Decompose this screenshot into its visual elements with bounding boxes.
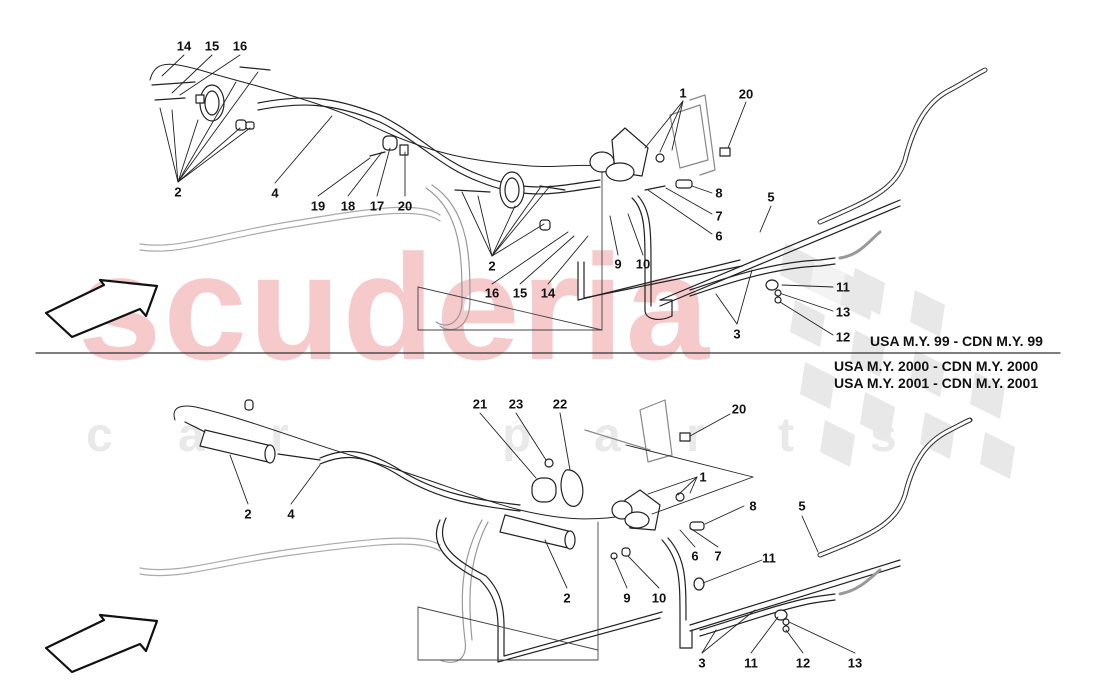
callout-label[interactable]: 7 [714, 548, 722, 564]
watermark-letter: p [502, 409, 532, 462]
callout-label[interactable]: 1 [679, 85, 687, 101]
watermark-letter: r [686, 409, 705, 462]
callout-label[interactable]: 17 [369, 198, 385, 214]
callout-label[interactable]: 2 [174, 184, 182, 200]
watermark-letter: a [594, 409, 621, 462]
callout-label[interactable]: 3 [698, 655, 706, 671]
callout-label[interactable]: 20 [738, 86, 754, 102]
callout-label[interactable]: 9 [623, 590, 631, 606]
callout-label[interactable]: 4 [271, 185, 279, 201]
top-assembly [44, 63, 988, 339]
variant-label-top: USA M.Y. 99 - CDN M.Y. 99 [870, 333, 1043, 349]
callout-label[interactable]: 7 [715, 208, 723, 224]
callout-label[interactable]: 16 [232, 38, 248, 54]
callout-label[interactable]: 12 [795, 655, 811, 671]
callout-label[interactable]: 21 [472, 396, 488, 412]
callout-label[interactable]: 10 [651, 590, 667, 606]
callout-label[interactable]: 18 [340, 198, 356, 214]
variant-label-bottom-2000: USA M.Y. 2000 - CDN M.Y. 2000 [834, 358, 1039, 374]
direction-arrow-icon [44, 278, 159, 339]
callout-label[interactable]: 2 [563, 590, 571, 606]
callout-label[interactable]: 5 [798, 498, 806, 514]
callout-label[interactable]: 16 [484, 285, 500, 301]
callout-label[interactable]: 14 [176, 38, 192, 54]
bottom-assembly [44, 399, 973, 674]
callout-label[interactable]: 9 [614, 256, 622, 272]
callout-label[interactable]: 20 [731, 401, 747, 417]
bottom-leader-lines [229, 412, 856, 654]
callout-label[interactable]: 5 [767, 189, 775, 205]
callout-label[interactable]: 11 [836, 279, 850, 295]
callout-label[interactable]: 11 [744, 655, 758, 671]
callout-label[interactable]: 2 [244, 506, 252, 522]
watermark-letter: a [178, 409, 205, 462]
watermark-letter: t [778, 409, 794, 462]
callout-label[interactable]: 22 [552, 396, 568, 412]
callout-label[interactable]: 12 [835, 329, 851, 345]
callout-label[interactable]: 11 [762, 550, 776, 566]
watermark-brand: scuderia [78, 223, 711, 391]
callout-label[interactable]: 1 [699, 469, 707, 485]
callout-label[interactable]: 10 [635, 256, 651, 272]
variant-label-bottom-2001: USA M.Y. 2001 - CDN M.Y. 2001 [834, 375, 1039, 391]
top-leader-lines [159, 54, 834, 336]
callout-label[interactable]: 3 [733, 326, 741, 342]
callout-label[interactable]: 15 [512, 285, 528, 301]
callout-label[interactable]: 6 [715, 228, 723, 244]
callout-label[interactable]: 8 [749, 498, 757, 514]
watermark-letter: c [86, 409, 113, 462]
callout-label[interactable]: 13 [835, 304, 851, 320]
callout-label[interactable]: 4 [287, 506, 295, 522]
callout-label[interactable]: 14 [540, 285, 556, 301]
callout-label[interactable]: 13 [847, 655, 863, 671]
direction-arrow-icon [44, 613, 159, 674]
callout-label[interactable]: 19 [310, 198, 326, 214]
callout-label[interactable]: 2 [488, 258, 496, 274]
callout-label[interactable]: 15 [204, 38, 220, 54]
callout-label[interactable]: 20 [397, 198, 413, 214]
callout-label[interactable]: 8 [715, 185, 723, 201]
callout-label[interactable]: 23 [508, 396, 524, 412]
callout-label[interactable]: 6 [691, 548, 699, 564]
